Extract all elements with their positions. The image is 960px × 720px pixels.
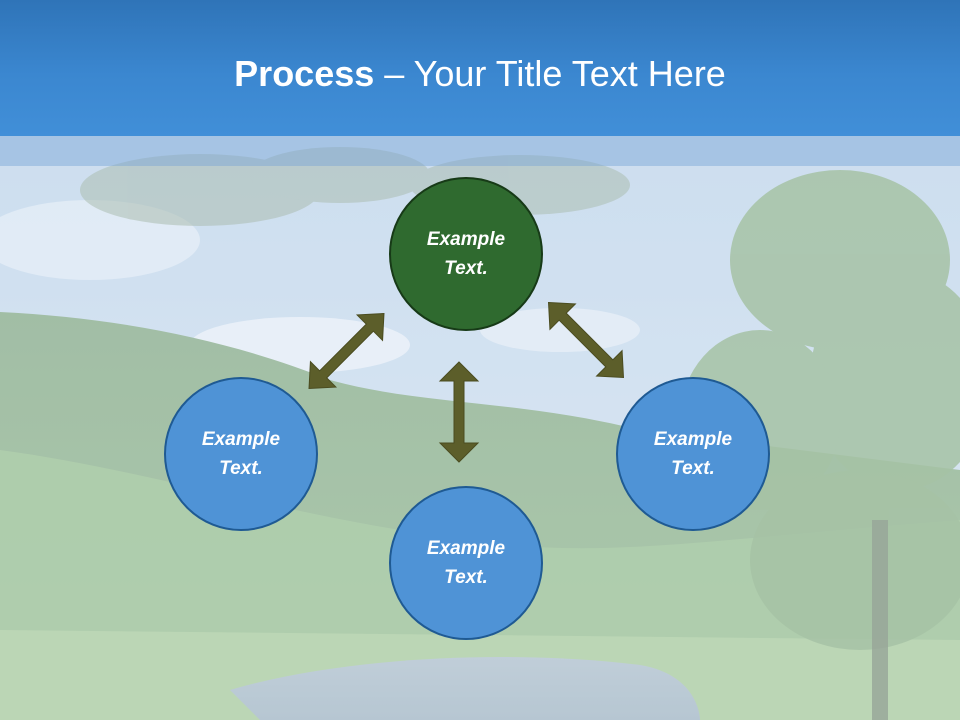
process-node-right[interactable]: Example Text. [616,377,770,531]
process-node-bottom-text: Example Text. [426,538,506,588]
process-node-top-text: Example Text. [426,229,506,279]
title-text: Your Title Text Here [413,53,726,94]
process-node-bottom[interactable]: Example Text. [389,486,543,640]
process-node-left-text: Example Text. [201,429,281,479]
process-node-right-text: Example Text. [653,429,733,479]
title-dash: – [374,53,414,94]
title-bold-word: Process [234,53,375,94]
process-node-left[interactable]: Example Text. [164,377,318,531]
slide-title: Process – Your Title Text Here [0,52,960,96]
title-bar: Process – Your Title Text Here [0,0,960,136]
title-bar-strip [0,136,960,166]
process-node-top[interactable]: Example Text. [389,177,543,331]
